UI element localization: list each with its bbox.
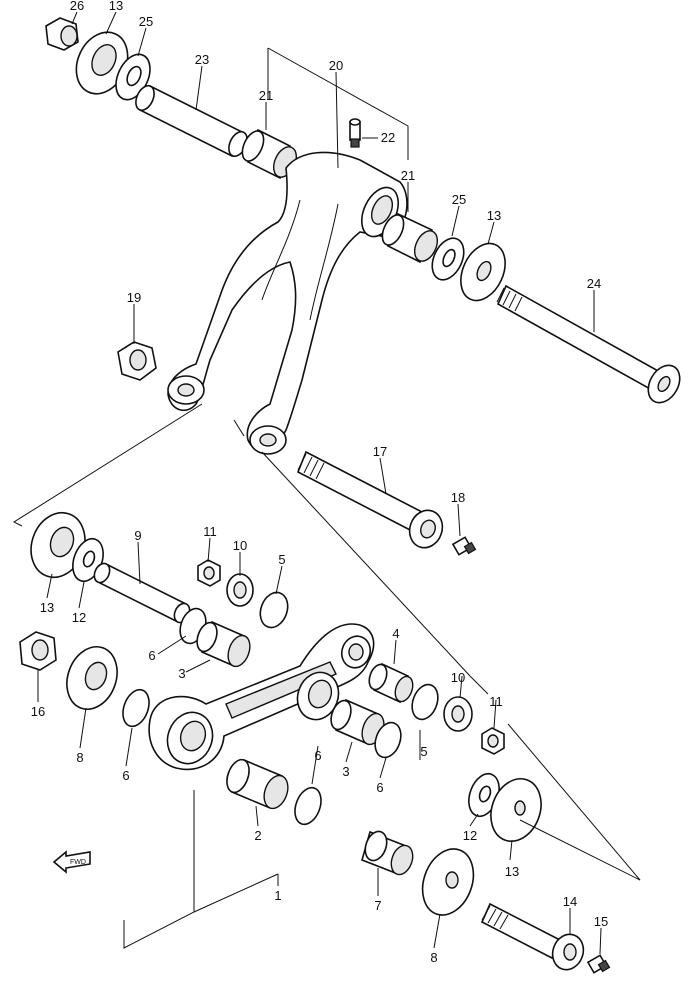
circlip-6-lower <box>294 786 322 826</box>
callout-24: 24 <box>587 276 601 291</box>
callout-20: 20 <box>329 58 343 73</box>
callout-6-mid: 6 <box>376 780 383 795</box>
callout-16: 16 <box>31 704 45 719</box>
bearing-3-upper <box>196 620 251 668</box>
washer-13-top <box>75 31 129 95</box>
callout-14: 14 <box>563 894 577 909</box>
washer-13-lower-right <box>490 778 542 842</box>
circlip-5-right <box>411 683 439 721</box>
bolt-24 <box>496 284 681 404</box>
callout-4: 4 <box>392 626 399 641</box>
callout-26: 26 <box>70 0 84 13</box>
fwd-label: FWD <box>70 859 86 866</box>
washer-8-left <box>66 646 118 710</box>
callout-7: 7 <box>374 898 381 913</box>
circlip-5-upper <box>259 591 289 629</box>
callout-13-right: 13 <box>487 208 501 223</box>
callout-13-top: 13 <box>109 0 123 13</box>
callout-5-right: 5 <box>420 744 427 759</box>
callout-15: 15 <box>594 914 608 929</box>
callout-17: 17 <box>373 444 387 459</box>
callout-6-upper: 6 <box>148 648 155 663</box>
washer-8-lower <box>421 848 475 916</box>
bushing-2 <box>226 758 289 810</box>
nut-19 <box>117 341 157 381</box>
pin-9 <box>93 562 191 624</box>
callout-5-upper: 5 <box>278 552 285 567</box>
nut-11-right <box>481 727 505 755</box>
washer-25-right <box>431 237 465 281</box>
callout-3-upper: 3 <box>178 666 185 681</box>
bushing-4 <box>368 662 414 704</box>
washer-13-left <box>30 511 86 579</box>
spacer-23 <box>135 84 248 158</box>
callout-12-right: 12 <box>463 828 477 843</box>
seal-10-right <box>443 696 473 732</box>
callout-11-upper: 11 <box>203 524 217 539</box>
cushion-lever-20 <box>167 151 408 455</box>
callout-8-lower: 8 <box>430 950 437 965</box>
circlip-6-mid <box>374 721 402 759</box>
callout-13-left: 13 <box>40 600 54 615</box>
callout-leaders <box>37 11 602 955</box>
grease-nipple-15 <box>586 954 611 974</box>
grease-nipple-18 <box>451 536 477 556</box>
callout-21-left: 21 <box>259 88 273 103</box>
bolt-17 <box>296 450 444 549</box>
assembly-lines-top <box>12 47 471 677</box>
callout-6-lower: 6 <box>314 748 321 763</box>
callout-25-right: 25 <box>452 192 466 207</box>
callout-3-lower: 3 <box>342 764 349 779</box>
assembly-lines-bottom <box>123 675 641 949</box>
washer-13-right <box>460 242 506 302</box>
callout-2: 2 <box>254 828 261 843</box>
circlip-6-left <box>122 688 150 728</box>
callout-10-right: 10 <box>451 670 465 685</box>
callout-11-right: 11 <box>489 694 503 709</box>
callout-19: 19 <box>127 290 141 305</box>
callout-18: 18 <box>451 490 465 505</box>
nut-26 <box>45 17 79 51</box>
callout-labels: 26 13 25 23 21 20 22 21 25 13 24 19 17 1… <box>31 0 608 965</box>
cushion-rod-1 <box>148 623 375 771</box>
callout-25-top: 25 <box>139 14 153 29</box>
callout-13-lower-right: 13 <box>505 864 519 879</box>
fwd-arrow-icon: FWD <box>52 850 91 874</box>
bolt-14 <box>480 902 585 971</box>
callout-12-left: 12 <box>72 610 86 625</box>
callout-8-left: 8 <box>76 750 83 765</box>
nut-16 <box>19 631 57 671</box>
bearing-21-right <box>381 212 439 264</box>
nut-11-upper <box>197 559 221 587</box>
grease-nipple-22 <box>349 118 361 148</box>
callout-23: 23 <box>195 52 209 67</box>
callout-10-upper: 10 <box>233 538 247 553</box>
callout-21-right: 21 <box>401 168 415 183</box>
callout-22: 22 <box>381 130 395 145</box>
callout-1: 1 <box>274 888 281 903</box>
seal-10-upper <box>226 573 254 607</box>
callout-6-left: 6 <box>122 768 129 783</box>
callout-9: 9 <box>134 528 141 543</box>
spacer-7 <box>361 830 414 876</box>
